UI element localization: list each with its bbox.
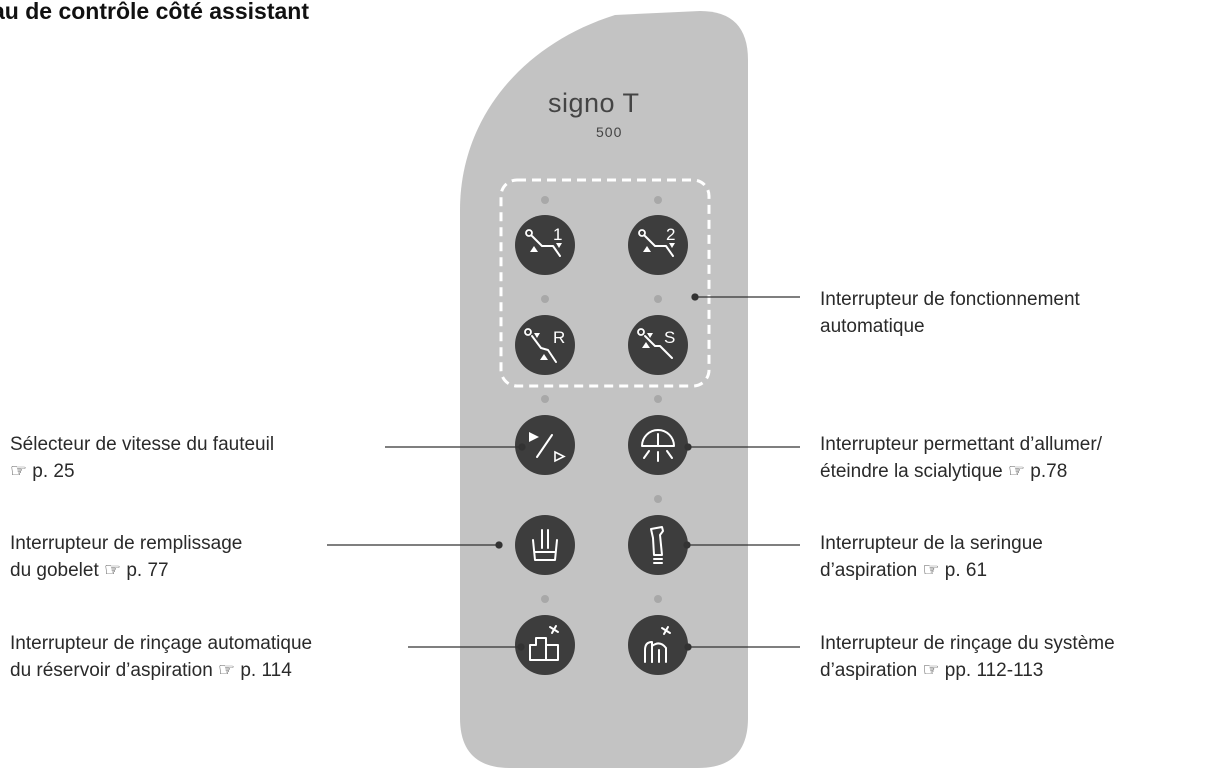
label-suction-syringe: Interrupteur de la seringue d’aspiration… bbox=[820, 533, 1043, 581]
cup-fill-button[interactable] bbox=[515, 515, 575, 575]
operating-light-icon bbox=[641, 429, 675, 462]
auto-position-2-button[interactable]: 2 bbox=[628, 215, 688, 275]
auto-mode-group-outline bbox=[499, 178, 711, 388]
indicator-led-light bbox=[654, 395, 662, 403]
suction-syringe-icon bbox=[650, 526, 664, 564]
label-auto-mode: Interrupteur de fonctionnement automatiq… bbox=[820, 289, 1080, 337]
chair-position-icon bbox=[525, 229, 562, 257]
indicator-led-speed bbox=[541, 395, 549, 403]
indicator-led-tank bbox=[541, 595, 549, 603]
chair-position-icon bbox=[638, 229, 675, 257]
label-tank-rinse: Interrupteur de rinçage automatique du r… bbox=[10, 633, 313, 681]
label-chair-speed: Sélecteur de vitesse du fauteuil ☞ p. 25 bbox=[10, 434, 275, 482]
chair-speed-selector-button[interactable] bbox=[515, 415, 575, 475]
indicator-leds bbox=[541, 196, 662, 603]
suction-system-rinse-button[interactable] bbox=[628, 615, 688, 675]
auto-s-position-button[interactable]: S bbox=[628, 315, 688, 375]
chair-rinse-position-icon bbox=[524, 328, 557, 363]
indicator-led-auto1 bbox=[541, 196, 549, 204]
label-operating-light: Interrupteur permettant d’allumer/ étein… bbox=[820, 434, 1102, 482]
tank-rinse-button[interactable] bbox=[515, 615, 575, 675]
indicator-led-syringe bbox=[654, 495, 662, 503]
speed-icon bbox=[529, 432, 566, 463]
brand-logo: signo T 500 bbox=[548, 88, 668, 140]
suction-syringe-button[interactable] bbox=[628, 515, 688, 575]
indicator-led-auto2 bbox=[654, 196, 662, 204]
tank-rinse-icon bbox=[529, 625, 559, 661]
auto-rinse-position-button[interactable]: R bbox=[515, 315, 575, 375]
page-title: au de contrôle côté assistant bbox=[0, 0, 309, 24]
auto-rinse-position-label: R bbox=[553, 328, 565, 347]
control-panel bbox=[460, 11, 748, 768]
indicator-led-autoS bbox=[654, 295, 662, 303]
cup-fill-icon bbox=[532, 529, 558, 561]
auto-position-1-label: 1 bbox=[553, 225, 562, 244]
auto-s-position-label: S bbox=[664, 328, 675, 347]
auto-position-1-button[interactable]: 1 bbox=[515, 215, 575, 275]
brand-name: signo T bbox=[548, 88, 640, 118]
operating-light-button[interactable] bbox=[628, 415, 688, 475]
indicator-led-autoR bbox=[541, 295, 549, 303]
chair-s-position-icon bbox=[637, 328, 673, 359]
indicator-led-suction bbox=[654, 595, 662, 603]
suction-system-rinse-icon bbox=[644, 626, 671, 663]
label-suction-rinse: Interrupteur de rinçage du système d’asp… bbox=[820, 633, 1115, 681]
label-cup-fill: Interrupteur de remplissage du gobelet ☞… bbox=[10, 533, 243, 581]
brand-model: 500 bbox=[596, 124, 623, 140]
auto-position-2-label: 2 bbox=[666, 225, 675, 244]
leader-lines bbox=[327, 293, 800, 651]
